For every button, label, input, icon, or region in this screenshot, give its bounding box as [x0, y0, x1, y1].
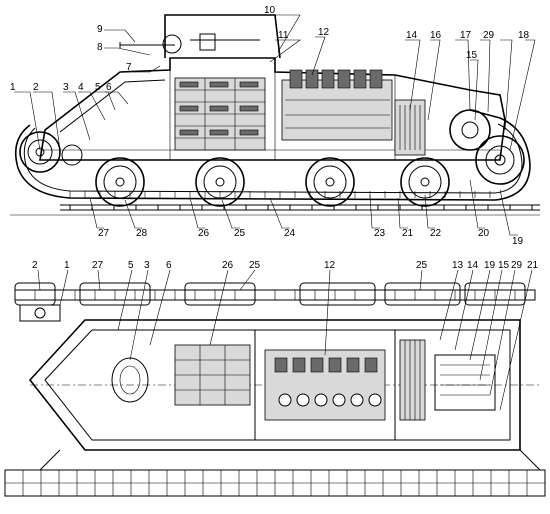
top-fuel-compartment: [174, 344, 251, 406]
side-fuel-compartment: [174, 77, 266, 151]
side-road-wheel-4: [400, 157, 450, 207]
top-upper-track: [14, 289, 536, 301]
side-label-5: 5: [95, 82, 101, 93]
top-driver-seat: [111, 357, 149, 403]
top-view-drawing: 2 1 27 5 3 6 26 25 12 25 13 14 19 15 29 …: [4, 260, 546, 497]
side-view-drawing: 1 2 3 4 5 6 7 8 9 10 11 12 14 16 17 29 1…: [10, 5, 540, 247]
side-label-17: 17: [460, 30, 472, 41]
side-road-wheel-1: [95, 157, 145, 207]
side-label-28: 28: [136, 228, 148, 239]
top-leader-lines: [37, 269, 533, 411]
side-turret: [119, 14, 281, 59]
top-label-3: 3: [144, 260, 150, 271]
side-transmission: [394, 99, 491, 156]
top-label-29: 29: [511, 260, 523, 271]
top-road-wheels-upper: [14, 282, 526, 306]
side-label-24: 24: [284, 228, 296, 239]
side-label-10: 10: [264, 5, 276, 16]
top-engine: [264, 349, 386, 421]
side-label-11: 11: [278, 30, 289, 41]
side-idler-wheel: [19, 131, 83, 173]
side-leader-lines: [14, 14, 536, 236]
side-label-8: 8: [97, 42, 103, 53]
top-label-25-left: 25: [249, 260, 261, 271]
side-road-wheels: [95, 157, 450, 207]
top-label-6: 6: [166, 260, 172, 271]
side-label-16: 16: [430, 30, 442, 41]
side-drive-sprocket: [475, 135, 525, 185]
side-label-2: 2: [33, 82, 39, 93]
side-engine: [281, 69, 393, 141]
top-label-25-right: 25: [416, 260, 428, 271]
top-label-1: 1: [64, 260, 70, 271]
side-label-12: 12: [318, 27, 330, 38]
side-label-19: 19: [512, 236, 524, 247]
side-label-14: 14: [406, 30, 418, 41]
side-road-wheel-2: [195, 157, 245, 207]
top-label-26: 26: [222, 260, 234, 271]
side-label-20: 20: [478, 228, 490, 239]
side-label-25: 25: [234, 228, 246, 239]
side-label-9: 9: [97, 24, 103, 35]
side-label-29: 29: [483, 30, 495, 41]
top-label-27: 27: [92, 260, 104, 271]
top-label-14: 14: [467, 260, 479, 271]
side-track: [14, 109, 540, 211]
side-label-18: 18: [518, 30, 530, 41]
side-label-23: 23: [374, 228, 386, 239]
side-road-wheel-3: [305, 157, 355, 207]
side-label-6: 6: [106, 82, 112, 93]
top-hull: [28, 319, 540, 451]
side-ground-track-shoes: [60, 204, 540, 211]
top-lower-track: [4, 449, 546, 497]
top-front-idler: [19, 304, 61, 322]
top-label-12: 12: [324, 260, 336, 271]
top-transmission: [399, 339, 496, 421]
side-label-27: 27: [98, 228, 110, 239]
side-label-15: 15: [466, 50, 478, 61]
side-label-22: 22: [430, 228, 442, 239]
side-label-7: 7: [126, 62, 132, 73]
top-label-21: 21: [527, 260, 539, 271]
side-label-26: 26: [198, 228, 210, 239]
side-label-1: 1: [10, 82, 16, 93]
top-label-13: 13: [452, 260, 464, 271]
top-label-15: 15: [498, 260, 510, 271]
top-label-19: 19: [484, 260, 496, 271]
side-label-4: 4: [78, 82, 84, 93]
side-label-21: 21: [402, 228, 414, 239]
side-hull: [39, 57, 506, 161]
side-label-3: 3: [63, 82, 69, 93]
top-label-5: 5: [128, 260, 134, 271]
top-label-2: 2: [32, 260, 38, 271]
